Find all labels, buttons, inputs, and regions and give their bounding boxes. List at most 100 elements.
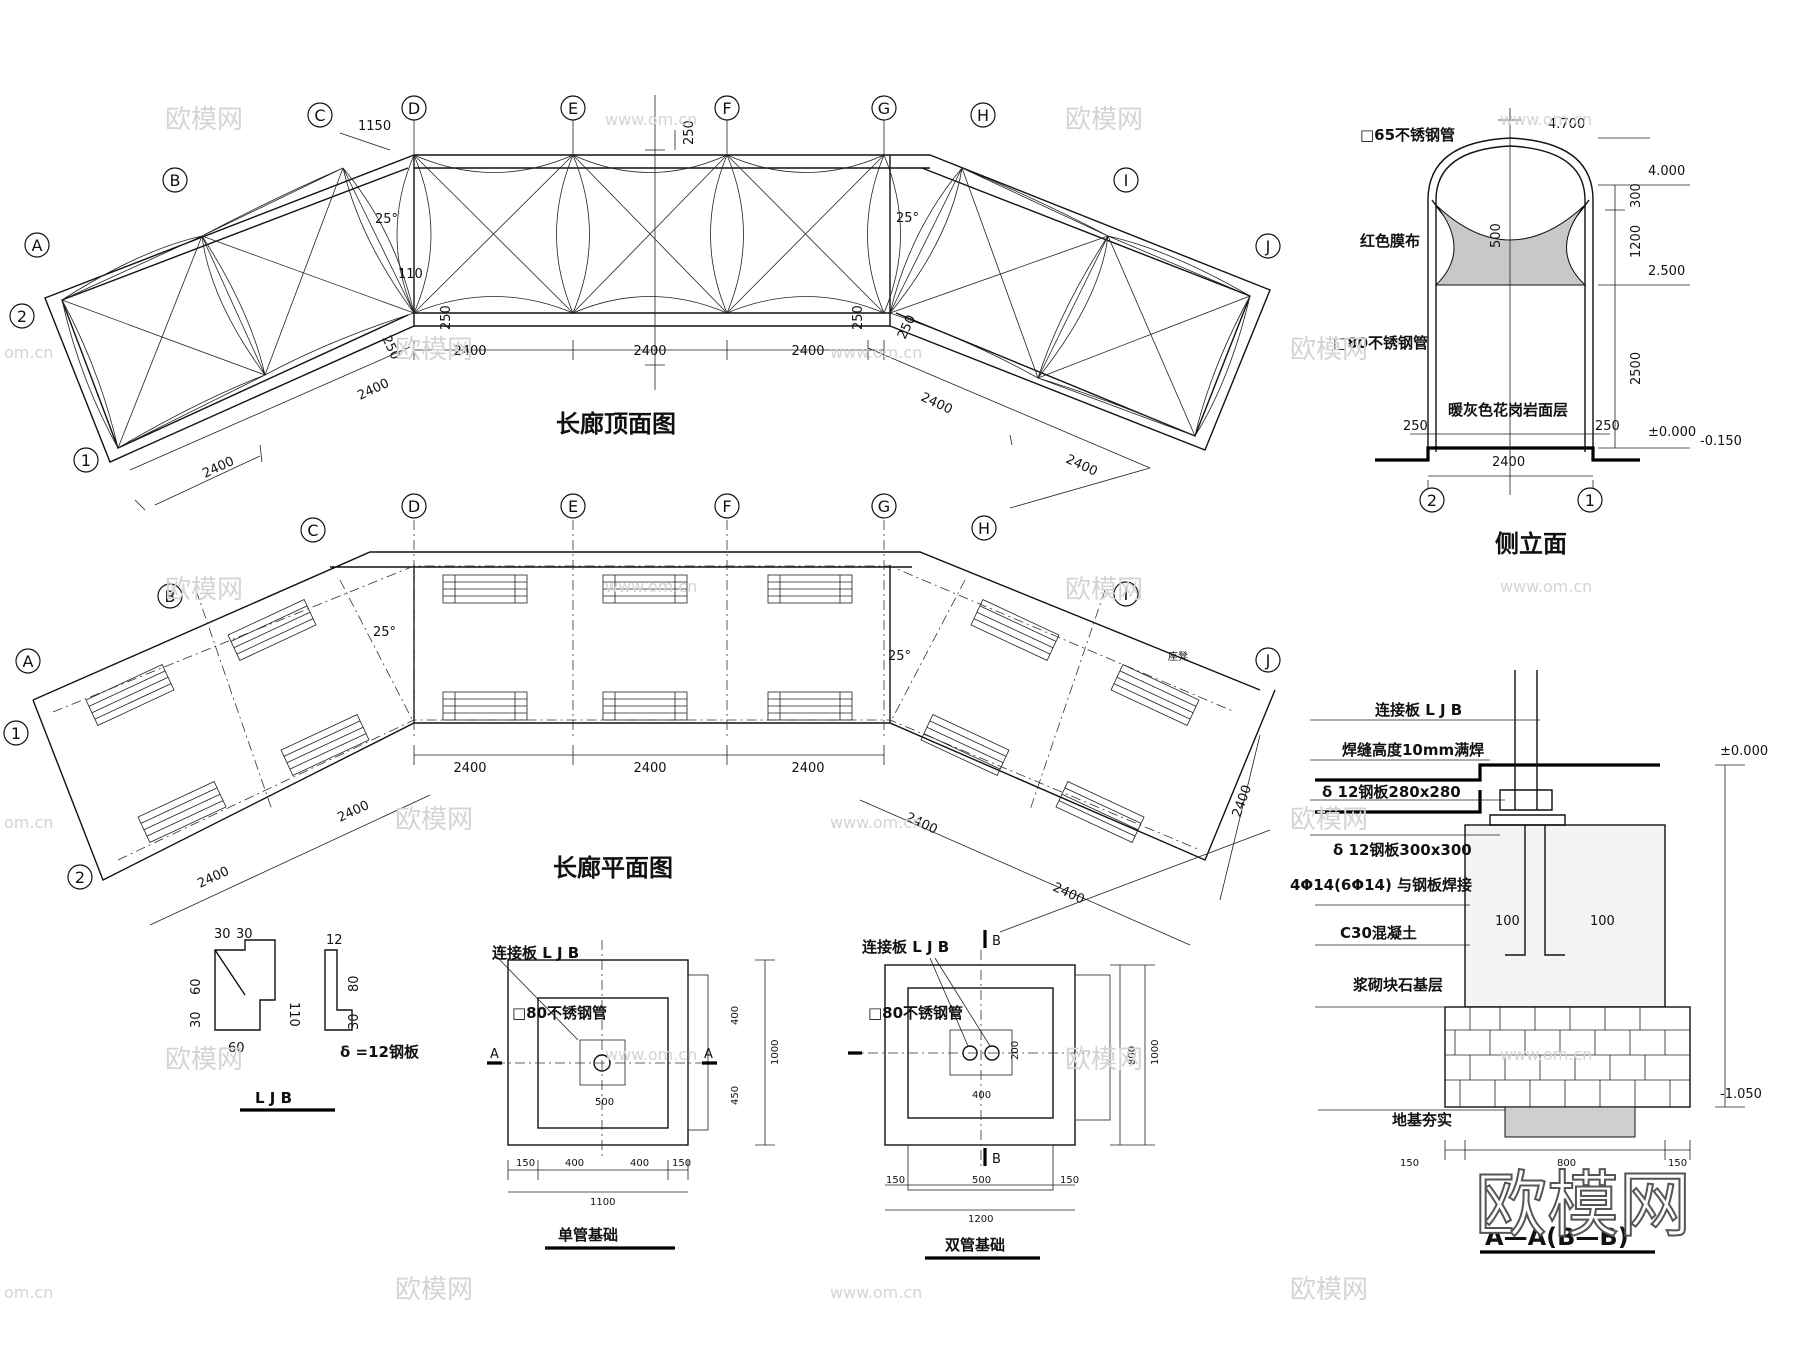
section-steel-plates: [1489, 789, 1566, 826]
watermark-url-4: www.om.cn: [605, 577, 697, 596]
ljb-dim-30a: 30: [214, 927, 231, 942]
floor-angle-right: 25°: [888, 649, 911, 664]
watermark-url-9: www.om.cn: [830, 1283, 922, 1302]
watermark-brand-10: 欧模网: [1065, 1045, 1143, 1075]
ljb-dim-30c: 30: [189, 1011, 204, 1028]
roof-dim-2400-2: 2400: [633, 344, 666, 359]
level-m0150: -0.150: [1700, 434, 1742, 449]
section-rebar: [1505, 825, 1565, 956]
section-plate280-label: δ 12钢板280x280: [1322, 783, 1461, 801]
double-dim-800: 800: [1127, 1046, 1138, 1065]
roof-plan: D E F G C B A H I J 2 1 2400 2400 2400 2…: [9, 95, 1281, 511]
floor-plan-axis-lines: [52, 500, 1236, 861]
ljb-dim-30b: 30: [236, 927, 253, 942]
axis-I-floor: I: [1124, 585, 1129, 604]
double-dim-500: 500: [972, 1175, 991, 1186]
double-footing-cut-marks: [848, 930, 987, 1166]
section-ljb-label: 连接板 L J B: [1375, 701, 1462, 719]
label-pipe65: □65不锈钢管: [1360, 126, 1455, 144]
axis-H-roof: H: [977, 106, 989, 125]
floor-axis-bubbles: D E F G C B A H I J 1 2: [3, 493, 1281, 890]
elev-dim-2400: 2400: [1492, 455, 1525, 470]
ljb-dim-80: 80: [347, 975, 362, 992]
single-pipe80-label: □80不锈钢管: [512, 1004, 607, 1022]
double-footing-leaders: [929, 957, 991, 1047]
benches-right: [920, 599, 1200, 843]
ljb-dim-60: 60: [189, 978, 204, 995]
benches-middle: [442, 574, 853, 721]
roof-left-wing-outline: [44, 154, 415, 463]
single-dim-1100: 1100: [590, 1197, 615, 1208]
axis-2-floor: 2: [75, 868, 85, 887]
roof-dim-2400-right-a: 2400: [918, 390, 954, 418]
axis-2-roof: 2: [17, 307, 27, 326]
floor-plan-dim-lines: [149, 734, 1271, 946]
roof-middle-outline: [413, 154, 930, 327]
axis-G-floor: G: [878, 497, 890, 516]
ljb-dim-110: 110: [286, 1002, 301, 1027]
ljb-profile-2: [324, 949, 353, 1031]
section-level-0: ±0.000: [1720, 744, 1768, 759]
double-cut-B-top: B: [992, 934, 1001, 949]
watermark-url-7: www.om.cn: [605, 1045, 697, 1064]
double-footing-bottom-section: [907, 1144, 1054, 1191]
watermark-url-5: www.om.cn: [1500, 577, 1592, 596]
section-dim-150-left: 150: [1400, 1158, 1419, 1169]
double-dim-150a: 150: [886, 1175, 905, 1186]
rubble-joints: [1445, 1007, 1690, 1107]
elev-dim-250-right: 250: [1595, 419, 1620, 434]
ljb-title: L J B: [255, 1089, 292, 1107]
ljb-dim-30d: 30: [347, 1013, 362, 1030]
rubble-base: [1444, 1006, 1691, 1108]
elev-axis-1: 1: [1585, 491, 1595, 510]
double-dim-200: 200: [1010, 1041, 1021, 1060]
axis-C-roof: C: [314, 106, 325, 125]
elevation-posts: [1427, 200, 1594, 452]
watermark-brand-8: 欧模网: [1290, 805, 1368, 835]
floor-dim-2400-left-a: 2400: [335, 798, 371, 826]
ljb-dim-12: 12: [326, 933, 343, 948]
single-footing-title: 单管基础: [558, 1226, 618, 1244]
double-dim-150b: 150: [1060, 1175, 1079, 1186]
axis-A-floor: A: [23, 652, 34, 671]
label-pipe80: □80不锈钢管: [1333, 334, 1428, 352]
section-rubble-label: 浆砌块石基层: [1353, 976, 1443, 994]
concrete-block: [1464, 824, 1666, 1008]
double-footing-title: 双管基础: [945, 1236, 1005, 1254]
axis-D-roof: D: [408, 99, 420, 118]
single-footing-plate: [579, 1039, 626, 1086]
roof-middle-arcs: [396, 154, 901, 314]
roof-dim-250-right: 250: [851, 305, 866, 330]
watermark-domain-2: om.cn: [4, 813, 53, 832]
elev-dim-250-left: 250: [1403, 419, 1428, 434]
section-weld-label: 焊缝高度10mm满焊: [1342, 741, 1484, 759]
double-footing-side-section: [1074, 974, 1111, 1121]
double-dim-1200: 1200: [968, 1214, 993, 1225]
axis-H-floor: H: [978, 519, 990, 538]
roof-left-wing-bracing: [61, 167, 415, 449]
section-level-m1050: -1.050: [1720, 1087, 1762, 1102]
red-membrane-fabric: [1434, 204, 1587, 286]
watermark-brand-6: 欧模网: [1065, 575, 1143, 605]
floor-plan-title: 长廊平面图: [553, 854, 673, 882]
roof-dim-2400-1: 2400: [453, 344, 486, 359]
section-rebar-label: 4Φ14(6Φ14) 与钢板焊接: [1290, 876, 1472, 894]
ljb-dim-60b: 60: [228, 1041, 245, 1056]
roof-dim-lines: [129, 95, 1151, 511]
axis-C-floor: C: [307, 521, 318, 540]
roof-dim-2400-right-b: 2400: [1063, 452, 1099, 480]
watermark-brand-1: 欧模网: [165, 105, 243, 135]
watermark-brand-12: 欧模网: [1290, 1275, 1368, 1305]
axis-D-floor: D: [408, 497, 420, 516]
single-dim-400b: 400: [630, 1158, 649, 1169]
single-cut-A-right: A: [704, 1047, 713, 1062]
double-ljb-label: 连接板 L J B: [862, 938, 949, 956]
single-dim-1000: 1000: [770, 1040, 781, 1065]
double-footing-center-lines: [848, 950, 1090, 1170]
axis-G-roof: G: [878, 99, 890, 118]
level-2500: 2.500: [1648, 264, 1685, 279]
watermark-brand-11: 欧模网: [395, 1275, 473, 1305]
double-pipe80-label: □80不锈钢管: [868, 1004, 963, 1022]
floor-dim-2400-3: 2400: [791, 761, 824, 776]
roof-angle-right: 25°: [896, 211, 919, 226]
